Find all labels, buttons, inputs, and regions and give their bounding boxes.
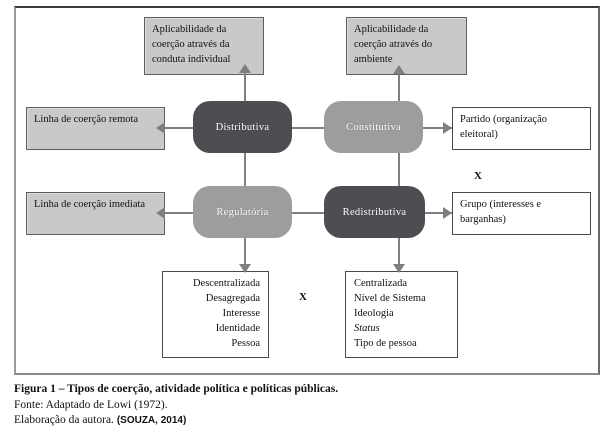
policy-node-regulatoria[interactable]: Regulatória xyxy=(193,186,292,238)
attribute-item: Ideologia xyxy=(354,307,394,319)
arrowhead-down-redistributiva xyxy=(393,264,405,273)
attribute-list-regulatoria: Descentralizada Desagregada Interesse Id… xyxy=(162,271,269,358)
caption-source: Fonte: Adaptado de Lowi (1972). xyxy=(14,398,168,411)
arrowhead-down-regulatoria xyxy=(239,264,251,273)
policy-node-label: Distributiva xyxy=(215,121,270,133)
connector-distributiva-to-top-left xyxy=(244,68,246,113)
caption-title: Figura 1 – Tipos de coerção, atividade p… xyxy=(14,383,339,395)
arrowhead-right-partido xyxy=(443,122,452,134)
attribute-item: Identidade xyxy=(215,322,260,334)
attribute-item: Pessoa xyxy=(231,337,260,349)
target-box-line-1: Grupo xyxy=(460,199,487,210)
attribute-item: Status xyxy=(354,322,380,334)
policy-node-distributiva[interactable]: Distributiva xyxy=(193,101,292,153)
connector-distributiva-to-left-upper xyxy=(165,127,207,129)
figure-frame: Aplicabilidade da coerção através da con… xyxy=(14,6,600,375)
connector-distributiva-constitutiva xyxy=(292,127,324,129)
outcome-box-left-upper: Linha de coerção remota xyxy=(26,107,165,150)
attribute-item: Descentralizada xyxy=(192,278,260,289)
target-box-line-2: (organização eleitoral) xyxy=(460,114,547,141)
arrowhead-right-grupo xyxy=(443,207,452,219)
arrowhead-left-lower xyxy=(156,207,165,219)
arrowhead-left-upper xyxy=(156,122,165,134)
arrowhead-up-top-right xyxy=(393,65,405,74)
connector-regulatoria-to-left-lower xyxy=(165,212,207,214)
figure-caption: Figura 1 – Tipos de coerção, atividade p… xyxy=(14,382,604,429)
target-box-grupo: Grupo (interesses e barganhas) xyxy=(452,192,591,235)
x-marker-right: X xyxy=(474,170,482,182)
target-box-line-1: Partido xyxy=(460,114,491,125)
connector-constitutiva-to-top-right xyxy=(398,69,400,113)
outcome-box-top-right: Aplicabilidade da coerção através do amb… xyxy=(346,17,467,75)
connector-constitutiva-to-partido xyxy=(423,127,452,129)
connector-constitutiva-redistributiva xyxy=(398,153,400,197)
policy-node-redistributiva[interactable]: Redistributiva xyxy=(324,186,425,238)
attribute-list-redistributiva: Centralizada Nível de Sistema Ideologia … xyxy=(345,271,458,358)
connector-regulatoria-to-attributes xyxy=(244,236,246,269)
policy-node-label: Redistributiva xyxy=(342,206,407,218)
connector-redistributiva-to-grupo xyxy=(425,212,452,214)
policy-node-label: Regulatória xyxy=(216,206,269,218)
attribute-item: Desagregada xyxy=(205,292,260,304)
caption-citation: (SOUZA, 2014) xyxy=(116,415,187,427)
caption-author-line: Elaboração da autora. (SOUZA, 2014) xyxy=(14,413,604,429)
target-box-partido: Partido (organização eleitoral) xyxy=(452,107,591,150)
attribute-item: Tipo de pessoa xyxy=(354,337,417,349)
attribute-item: Nível de Sistema xyxy=(354,292,426,304)
attribute-item: Centralizada xyxy=(354,278,408,289)
connector-distributiva-regulatoria xyxy=(244,153,246,197)
arrowhead-up-top-left xyxy=(239,64,251,73)
connector-regulatoria-redistributiva xyxy=(292,212,324,214)
policy-node-constitutiva[interactable]: Constitutiva xyxy=(324,101,423,153)
policy-node-label: Constitutiva xyxy=(346,121,401,133)
caption-author: Elaboração da autora. xyxy=(14,414,114,427)
connector-redistributiva-to-attributes xyxy=(398,236,400,269)
target-box-line-2: (interesses e barganhas) xyxy=(460,199,542,226)
outcome-box-left-lower: Linha de coerção imediata xyxy=(26,192,165,235)
attribute-item: Interesse xyxy=(222,307,260,319)
x-marker-bottom: X xyxy=(299,291,307,303)
